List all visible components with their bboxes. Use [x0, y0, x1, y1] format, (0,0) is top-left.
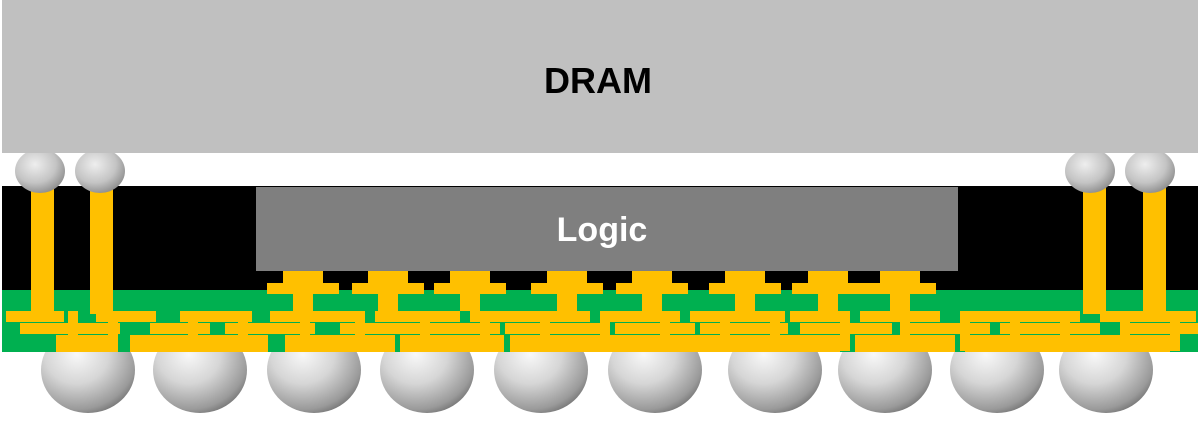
micro-bump-pad — [434, 283, 506, 294]
logic-label: Logic — [557, 211, 648, 249]
trace-row-2 — [700, 323, 788, 334]
micro-bump — [547, 271, 587, 283]
trace-row-2 — [150, 323, 210, 334]
trace-via — [480, 311, 490, 351]
trace-row-2 — [505, 323, 600, 334]
micro-bump-via — [557, 294, 577, 311]
via-post — [90, 186, 113, 314]
micro-bump-via — [818, 294, 838, 311]
micro-bump-via — [735, 294, 755, 311]
trace-row-1 — [6, 311, 64, 322]
trace-row-3 — [510, 335, 620, 352]
trace-row-1 — [470, 311, 590, 322]
trace-row-1 — [690, 311, 785, 322]
trace-via — [660, 311, 670, 351]
substrate-copper-traces — [6, 311, 1198, 352]
micro-bump — [283, 271, 323, 283]
via-post — [31, 186, 54, 314]
trace-row-2 — [225, 323, 315, 334]
trace-via — [238, 311, 248, 351]
dram-label: DRAM — [544, 60, 652, 101]
micro-bump-pad — [792, 283, 864, 294]
trace-row-3 — [620, 335, 740, 352]
trace-row-2 — [425, 323, 500, 334]
trace-row-1 — [96, 311, 156, 322]
trace-row-3 — [170, 335, 268, 352]
small-solder-ball — [1125, 149, 1175, 193]
small-solder-ball — [75, 149, 125, 193]
micro-bump-pad — [267, 283, 339, 294]
trace-row-1 — [375, 311, 460, 322]
trace-via — [770, 311, 780, 351]
trace-via — [720, 311, 730, 351]
micro-bump — [808, 271, 848, 283]
trace-row-1 — [600, 311, 680, 322]
micro-bump-via — [642, 294, 662, 311]
trace-row-1 — [1100, 311, 1196, 322]
trace-row-1 — [180, 311, 252, 322]
micro-bump-pad — [616, 283, 688, 294]
small-solder-ball — [1065, 149, 1115, 193]
trace-via — [960, 311, 970, 351]
through-mold-vias — [31, 186, 1166, 314]
micro-bump-pad — [864, 283, 936, 294]
trace-via — [840, 311, 850, 351]
small-solder-ball — [15, 149, 65, 193]
micro-bump — [880, 271, 920, 283]
trace-row-3 — [285, 335, 395, 352]
via-post — [1083, 186, 1106, 314]
trace-via — [68, 311, 78, 351]
logic-micro-bumps — [267, 271, 936, 311]
logic-die — [256, 187, 958, 271]
trace-via — [300, 311, 310, 351]
trace-via — [1060, 311, 1070, 351]
trace-row-2 — [340, 323, 420, 334]
trace-via — [540, 311, 550, 351]
micro-bump-via — [460, 294, 480, 311]
micro-bump-pad — [352, 283, 424, 294]
trace-via — [1120, 311, 1130, 351]
trace-via — [600, 311, 610, 351]
trace-row-2 — [1000, 323, 1100, 334]
trace-row-2 — [910, 323, 990, 334]
micro-bump — [450, 271, 490, 283]
micro-bump-via — [890, 294, 910, 311]
trace-row-2 — [615, 323, 695, 334]
micro-bump — [368, 271, 408, 283]
trace-via — [188, 311, 198, 351]
trace-via — [420, 311, 430, 351]
trace-row-1 — [790, 311, 850, 322]
micro-bump-via — [378, 294, 398, 311]
micro-bump — [725, 271, 765, 283]
trace-row-3 — [740, 335, 840, 352]
trace-via — [355, 311, 365, 351]
micro-bump — [632, 271, 672, 283]
trace-via — [1010, 311, 1020, 351]
dram-die — [2, 0, 1198, 153]
via-post — [1143, 186, 1166, 314]
micro-bump-pad — [531, 283, 603, 294]
trace-row-2 — [1130, 323, 1198, 334]
dram-solder-balls — [15, 149, 1175, 193]
micro-bump-pad — [709, 283, 781, 294]
trace-via — [900, 311, 910, 351]
trace-row-1 — [270, 311, 365, 322]
trace-via — [108, 311, 118, 351]
micro-bump-via — [293, 294, 313, 311]
trace-via — [1170, 311, 1180, 351]
